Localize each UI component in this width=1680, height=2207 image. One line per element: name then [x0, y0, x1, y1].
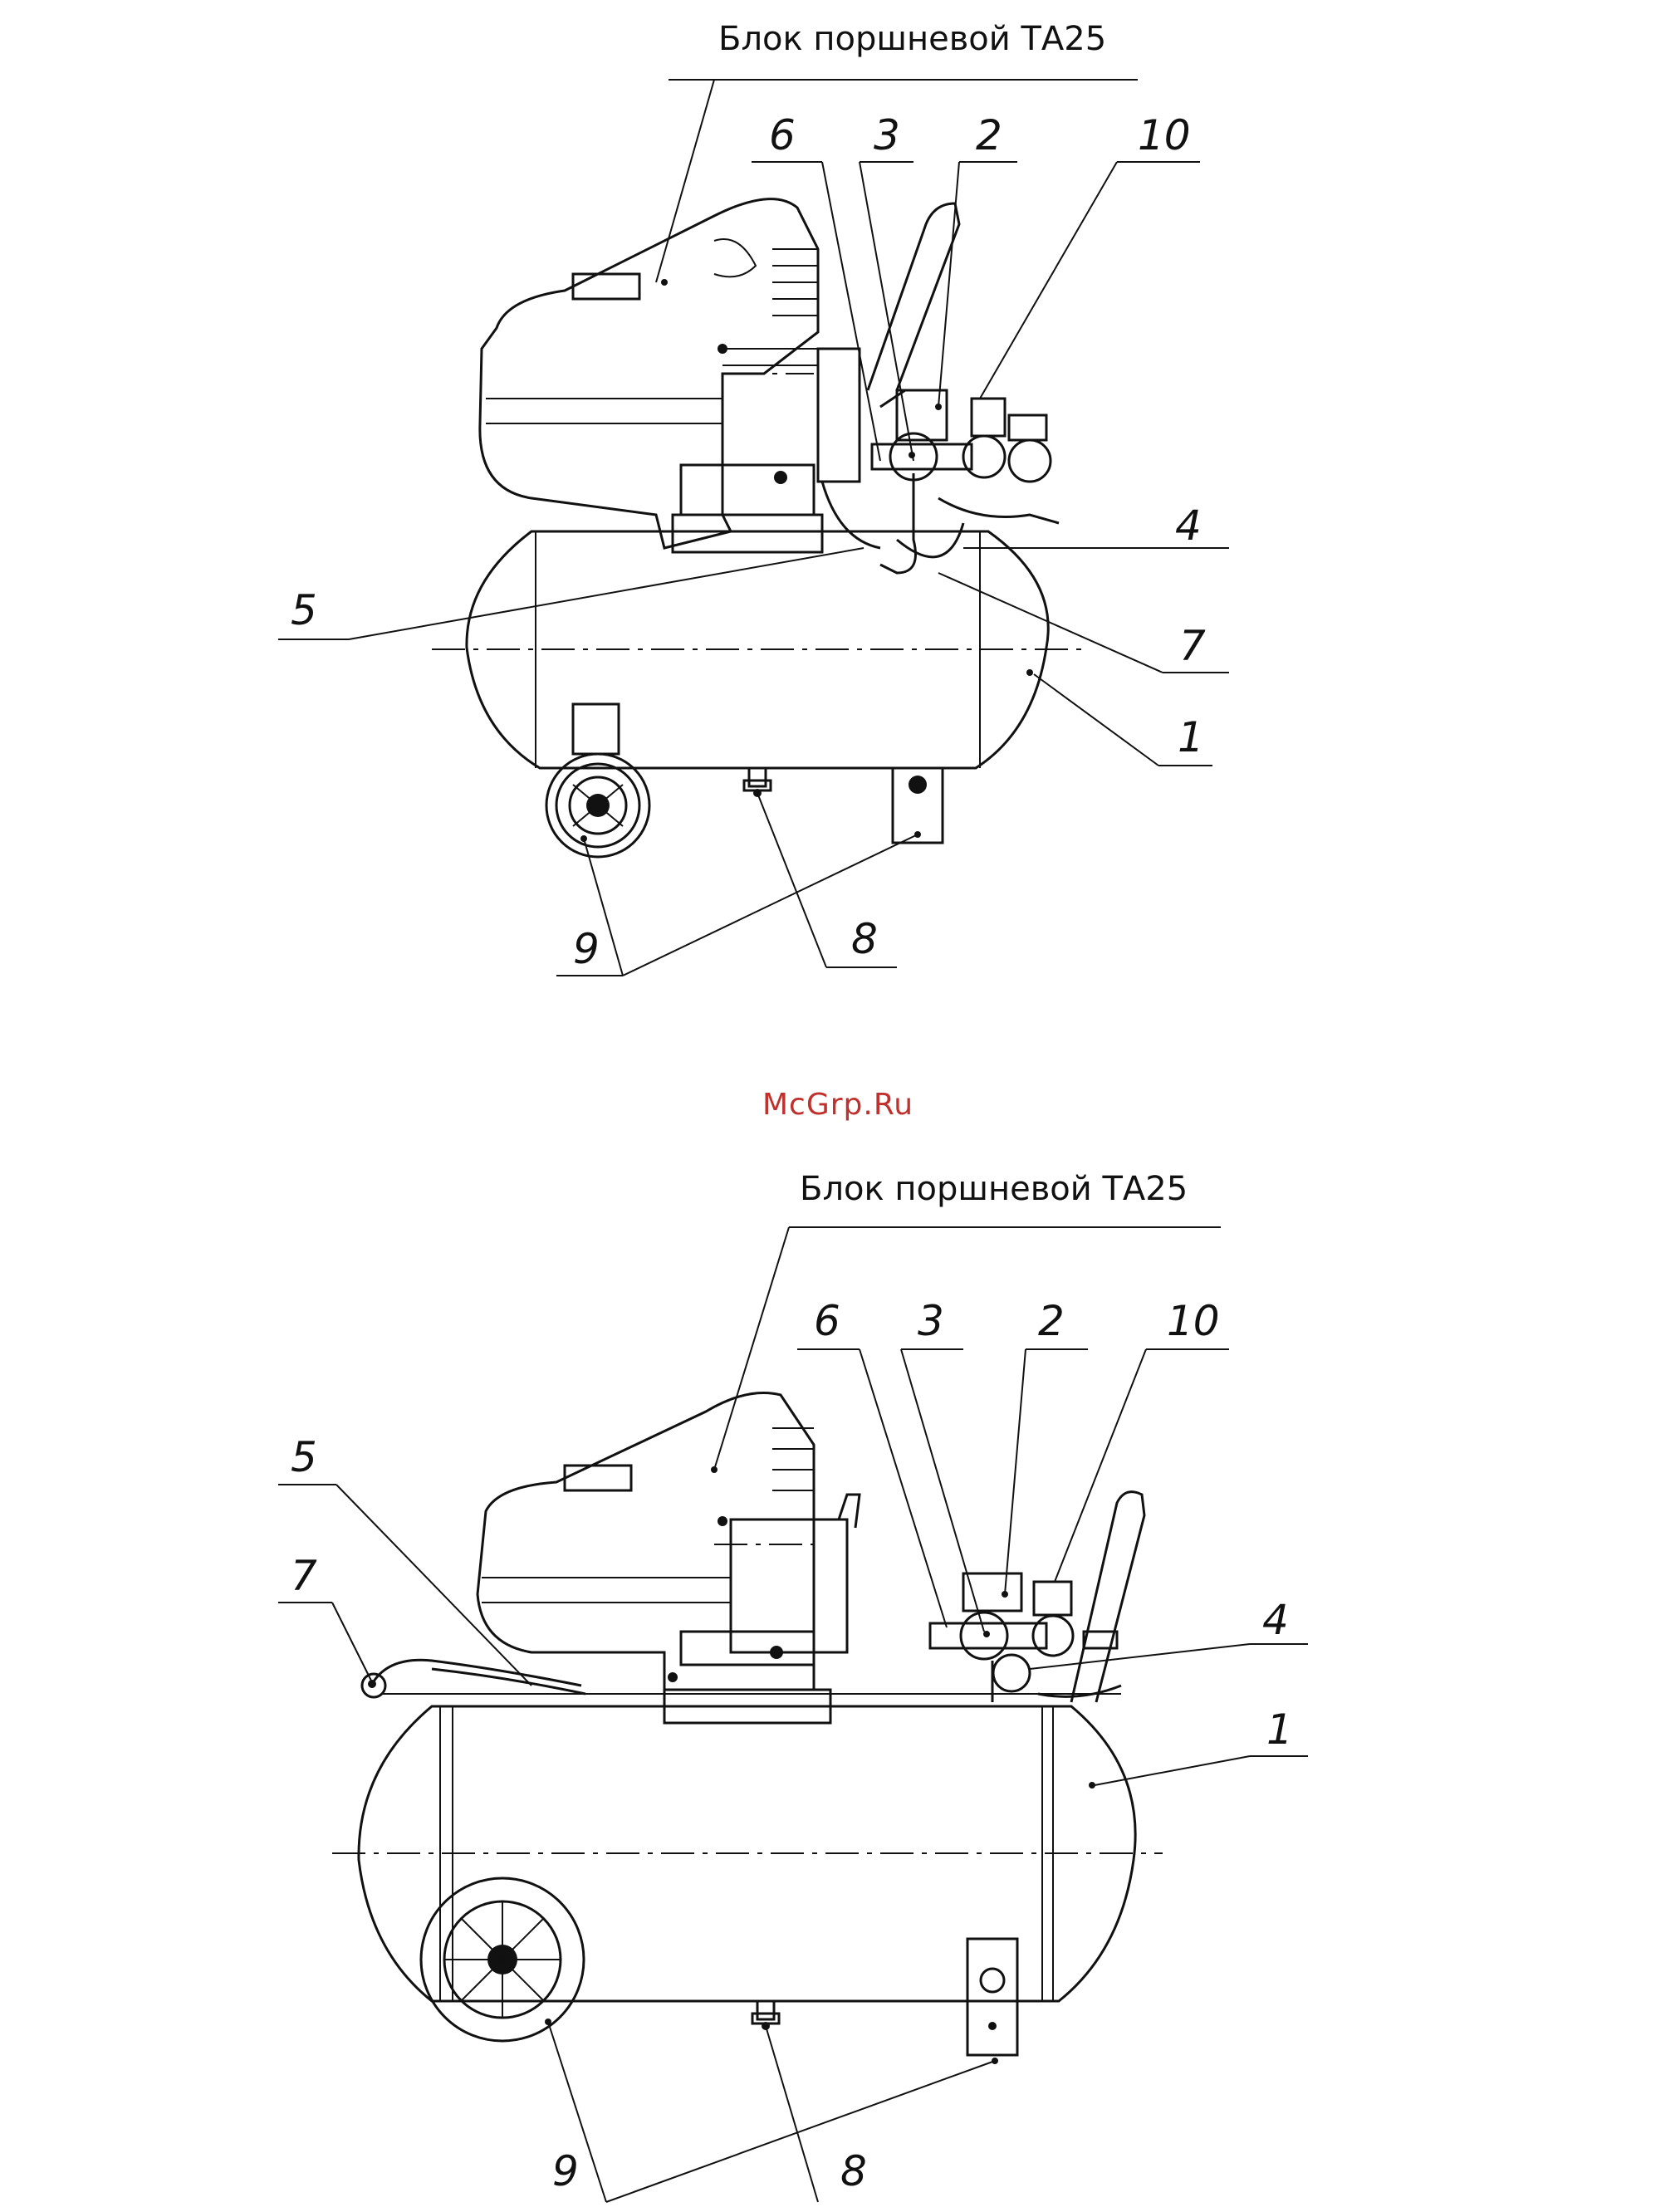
bottom-wheel — [421, 1878, 584, 2041]
bottom-hose — [362, 1660, 585, 1697]
bottom-title: Блок поршневой ТА25 — [800, 1170, 1188, 1208]
top-title: Блок поршневой ТА25 — [718, 20, 1106, 58]
callout-9-bottom: 9 — [552, 2147, 579, 2195]
top-drain-cock — [744, 768, 771, 797]
callout-8-top: 8 — [851, 915, 878, 963]
callout-3-bottom: 3 — [918, 1297, 944, 1345]
callout-1-top: 1 — [1178, 713, 1204, 761]
callout-7-bottom: 7 — [291, 1552, 317, 1600]
callout-6-bottom: 6 — [814, 1297, 840, 1345]
callout-2-bottom: 2 — [1038, 1297, 1065, 1345]
bottom-callouts: 6 3 2 10 5 7 4 1 9 — [278, 1297, 1308, 2202]
callout-6-top: 6 — [769, 111, 796, 159]
callout-7-top: 7 — [1179, 622, 1206, 670]
callout-9-top: 9 — [573, 925, 600, 973]
top-title-leader — [656, 80, 714, 282]
callout-10-top: 10 — [1138, 111, 1191, 159]
bottom-figure: Блок поршневой ТА25 — [278, 1170, 1308, 2202]
bottom-pressure-manifold — [930, 1573, 1117, 1702]
bottom-handle — [1038, 1492, 1144, 1702]
callout-4-top: 4 — [1175, 502, 1202, 550]
callout-5-bottom: 5 — [291, 1433, 317, 1481]
top-callouts: 6 3 2 10 4 5 7 1 9 — [278, 111, 1229, 976]
bottom-compressor-block — [478, 1393, 860, 1691]
top-figure: Блок поршневой ТА25 — [278, 20, 1229, 976]
callout-2-top: 2 — [976, 111, 1002, 159]
top-handle — [868, 203, 959, 407]
callout-8-bottom: 8 — [840, 2147, 867, 2195]
callout-4-bottom: 4 — [1262, 1596, 1289, 1644]
watermark: McGrp.Ru — [762, 1088, 913, 1122]
callout-5-top: 5 — [291, 586, 317, 634]
top-wheel — [546, 704, 649, 857]
bottom-drain-cock — [752, 2001, 779, 2030]
top-foot — [893, 768, 943, 843]
callout-10-bottom: 10 — [1167, 1297, 1220, 1345]
top-compressor-block — [480, 199, 860, 552]
callout-3-top: 3 — [874, 111, 900, 159]
bottom-receiver-tank — [332, 1690, 1163, 2001]
callout-1-bottom: 1 — [1266, 1705, 1293, 1754]
